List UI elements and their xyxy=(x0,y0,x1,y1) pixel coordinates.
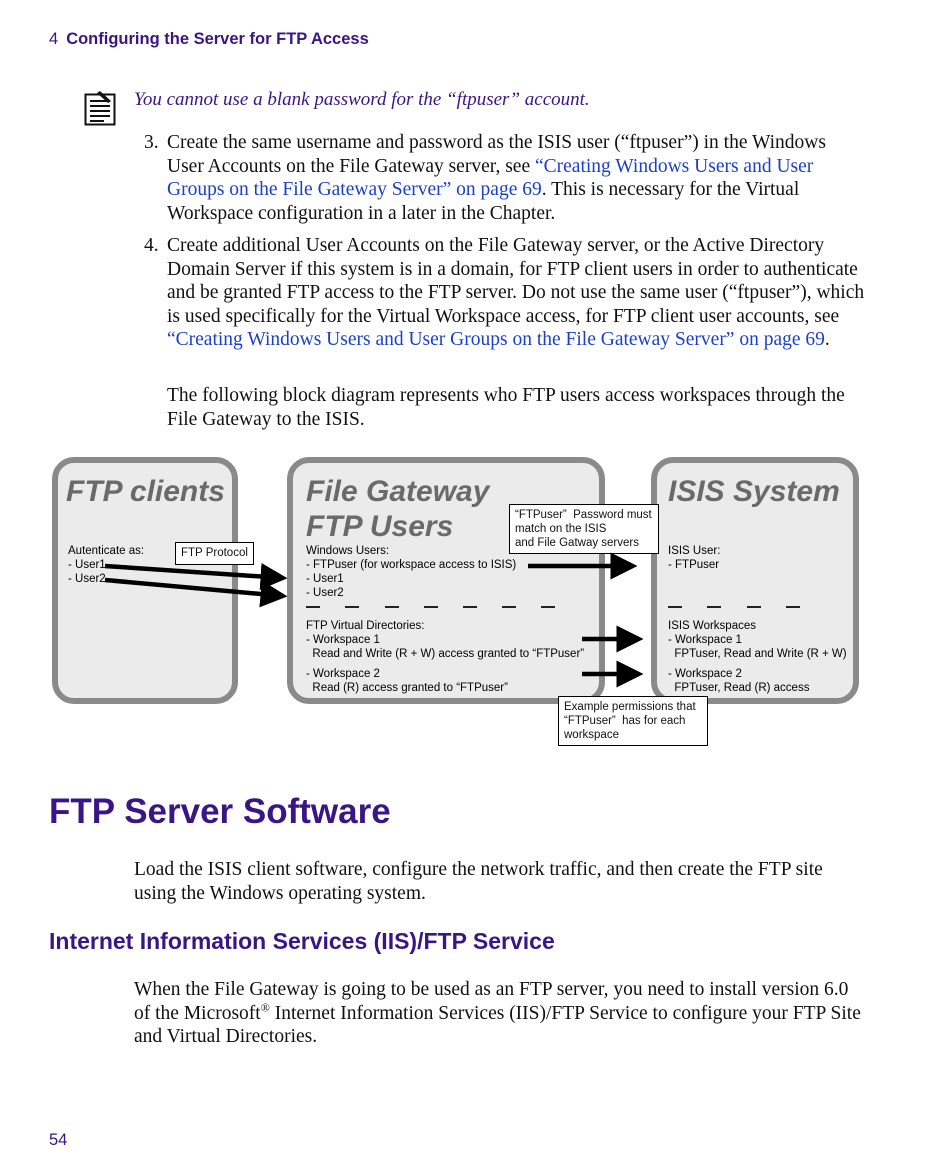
step-3-link[interactable]: “Creating Windows Users and User Groups … xyxy=(167,155,814,201)
note-text: You cannot use a blank password for the … xyxy=(134,89,590,110)
isis-system-panel xyxy=(651,457,859,704)
ftp-clients-auth: Autenticate as: - User1 - User2 xyxy=(68,545,145,585)
section-title-iis-ftp: Internet Information Services (IIS)/FTP … xyxy=(49,928,555,954)
ftp-virtual-dirs: FTP Virtual Directories: - Workspace 1 R… xyxy=(306,620,585,660)
diagram-intro: The following block diagram represents w… xyxy=(167,385,845,430)
section2-body-pre: When the File Gateway is going to be use… xyxy=(134,979,849,1024)
ftp-protocol-label: FTP Protocol xyxy=(175,542,254,565)
page-number: 54 xyxy=(49,1131,68,1149)
file-gateway-panel xyxy=(287,457,605,704)
permissions-callout: Example permissions that “FTPuser” has f… xyxy=(558,696,708,746)
ftp-clients-title: FTP clients xyxy=(66,475,225,508)
step-3-pre: Create the same username and password as… xyxy=(167,132,826,177)
ftp-clients-panel xyxy=(52,457,238,704)
windows-users-list: Windows Users: - FTPuser (for workspace … xyxy=(306,545,517,599)
registered-mark: ® xyxy=(260,1000,270,1014)
step-4-link[interactable]: “Creating Windows Users and User Groups … xyxy=(167,329,825,350)
note-icon xyxy=(84,90,116,126)
user2-arrow xyxy=(104,577,288,608)
section-title-ftp-server-software: FTP Server Software xyxy=(49,792,391,831)
section2-body-post: Internet Information Services (IIS)/FTP … xyxy=(134,1002,861,1048)
chapter-number: 4 xyxy=(49,30,59,48)
running-header: 4 Configuring the Server for FTP Access xyxy=(49,30,369,49)
password-callout: “FTPuser” Password must match on the ISI… xyxy=(509,504,659,554)
step-4-post: . xyxy=(824,329,830,350)
step-4-pre: Create additional User Accounts on the F… xyxy=(167,235,865,327)
file-gateway-title-2: FTP Users xyxy=(306,510,454,543)
isis-user: ISIS User: - FTPuser xyxy=(668,545,721,571)
step-4-number: 4. xyxy=(144,235,159,256)
file-gateway-title-1: File Gateway xyxy=(306,475,490,508)
isis-workspaces: ISIS Workspaces - Workspace 1 FPTuser, R… xyxy=(668,620,847,660)
section2-body: When the File Gateway is going to be use… xyxy=(134,978,862,1049)
step-3-post: . This is necessary for the Virtual Work… xyxy=(167,179,800,224)
step-3-number: 3. xyxy=(144,132,159,153)
user1-arrow xyxy=(104,563,288,590)
section1-body: Load the ISIS client software, configure… xyxy=(134,859,823,904)
chapter-title: Configuring the Server for FTP Access xyxy=(66,30,369,48)
isis-workspaces-2: - Workspace 2 FPTuser, Read (R) access xyxy=(668,668,810,694)
isis-system-title: ISIS System xyxy=(668,475,840,508)
step-3-text: Create the same username and password as… xyxy=(167,131,867,225)
ftp-virtual-dirs-2: - Workspace 2 Read (R) access granted to… xyxy=(306,668,508,694)
step-4-text: Create additional User Accounts on the F… xyxy=(167,234,867,352)
